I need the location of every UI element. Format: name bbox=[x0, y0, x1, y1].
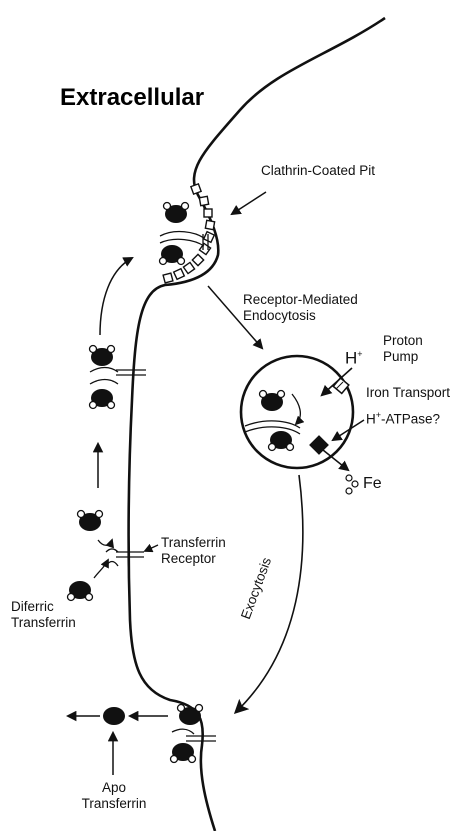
diferric-transferrin-label: Diferric Transferrin bbox=[11, 599, 76, 631]
transferrin-receptor-line2: Receptor bbox=[161, 551, 226, 567]
transferrin-receptor-line1: Transferrin bbox=[161, 535, 226, 551]
diferric-line1: Diferric bbox=[11, 599, 76, 615]
apo-line1: Apo bbox=[72, 780, 156, 796]
h-plus-sup: + bbox=[357, 349, 362, 359]
atpase-suffix: -ATPase? bbox=[381, 412, 440, 427]
proton-pump-label-line1: Proton bbox=[383, 333, 423, 349]
apo-transferrin bbox=[103, 707, 125, 725]
fe-dots bbox=[346, 475, 358, 494]
clathrin-pit-label: Clathrin-Coated Pit bbox=[261, 163, 375, 179]
endocytosis-label-line1: Receptor-Mediated bbox=[243, 292, 358, 308]
endosome bbox=[241, 356, 353, 468]
h-plus-label: H+ bbox=[345, 346, 363, 367]
diferric-binding bbox=[68, 511, 145, 601]
pit-transferrin-complex bbox=[160, 203, 209, 265]
release-complex bbox=[171, 705, 217, 763]
endocytosis-label: Receptor-Mediated Endocytosis bbox=[243, 292, 358, 324]
atpase-line: H+-ATPase? bbox=[366, 407, 450, 428]
proton-pump-label: Proton Pump bbox=[383, 333, 423, 365]
receptor-pointer bbox=[145, 545, 158, 551]
diferric-line2: Transferrin bbox=[11, 615, 76, 631]
clathrin-coat bbox=[163, 184, 215, 283]
fe-label: Fe bbox=[363, 476, 382, 492]
apo-transferrin-label: Apo Transferrin bbox=[72, 780, 156, 812]
atpase-prefix: H bbox=[366, 412, 376, 427]
transferrin-receptor-label: Transferrin Receptor bbox=[161, 535, 226, 567]
proton-pump-label-line2: Pump bbox=[383, 349, 423, 365]
h-plus-h: H bbox=[345, 349, 357, 368]
clathrin-pointer bbox=[232, 192, 266, 214]
iron-transport-label: Iron Transport H+-ATPase? bbox=[366, 385, 450, 428]
endocytosis-label-line2: Endocytosis bbox=[243, 308, 358, 324]
iron-transport-line1: Iron Transport bbox=[366, 385, 450, 401]
arrow-to-pit bbox=[100, 258, 132, 335]
apo-line2: Transferrin bbox=[72, 796, 156, 812]
receptor-complex-mid bbox=[90, 346, 147, 409]
extracellular-title: Extracellular bbox=[60, 84, 204, 112]
